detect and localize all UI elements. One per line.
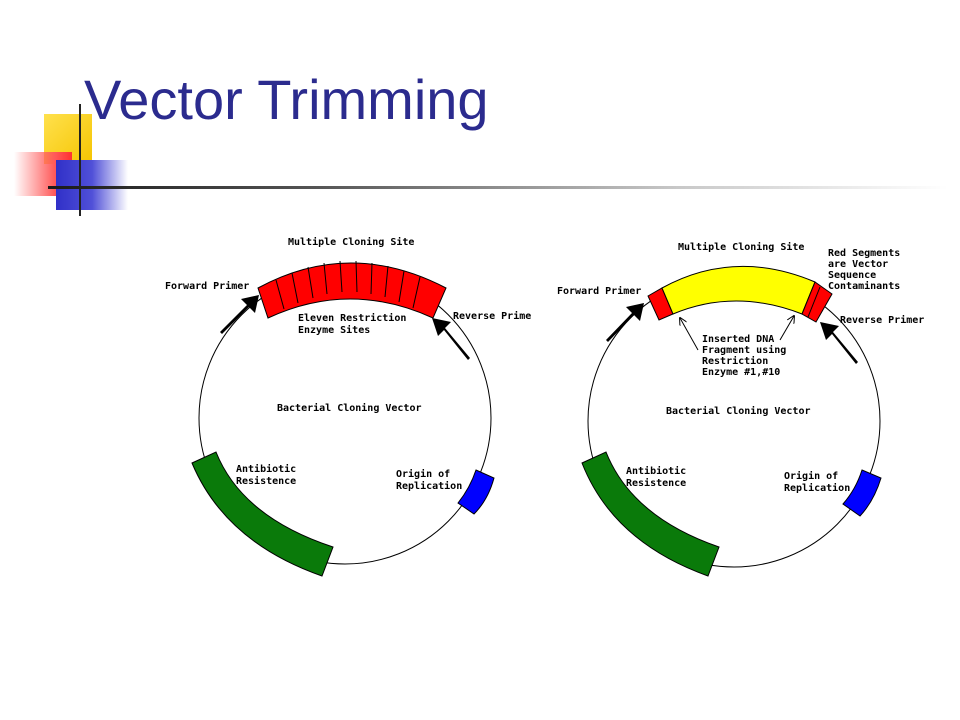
- right-insert-pointer-right: [779, 316, 794, 341]
- right-insert-pointer-left: [680, 318, 699, 351]
- decor-vertical-line: [79, 104, 81, 216]
- right-red-note-3: Sequence: [828, 270, 876, 281]
- left-antibiotic-resistance-band: [191, 451, 334, 577]
- left-origin-replication-band: [457, 469, 495, 515]
- title-underline: [48, 186, 948, 189]
- right-red-note-1: Red Segments: [828, 248, 900, 259]
- right-reverse-primer-label: Reverse Primer: [840, 314, 924, 326]
- right-red-note-2: are Vector: [828, 259, 888, 270]
- left-restriction-label-2: Enzyme Sites: [298, 324, 370, 336]
- right-antibiotic-label-2: Resistence: [626, 477, 686, 489]
- left-restriction-label-1: Eleven Restriction: [298, 312, 406, 324]
- decor-blue-square: [56, 160, 128, 210]
- right-red-segment-divider: [807, 286, 821, 318]
- right-forward-primer-label: Forward Primer: [557, 285, 641, 297]
- left-reverse-primer-arrow: [432, 318, 470, 360]
- right-inserted-label-4: Enzyme #1,#10: [702, 367, 780, 378]
- right-origin-replication-band: [842, 469, 882, 517]
- right-antibiotic-resistance-band: [581, 451, 720, 577]
- left-origin-label-1: Origin of: [396, 468, 450, 480]
- left-forward-primer-arrow: [220, 295, 259, 334]
- right-antibiotic-label-1: Antibiotic: [626, 465, 686, 477]
- right-center-label: Bacterial Cloning Vector: [666, 405, 811, 417]
- right-mcs-label: Multiple Cloning Site: [678, 241, 804, 253]
- right-inserted-label-2: Fragment using: [702, 344, 786, 356]
- right-inserted-dna-yellow: [661, 265, 816, 315]
- right-plasmid-diagram: Multiple Cloning Site Forward Primer Rev…: [557, 241, 924, 577]
- right-origin-label-2: Replication: [784, 482, 850, 494]
- left-center-label: Bacterial Cloning Vector: [277, 402, 422, 414]
- left-reverse-primer-label: Reverse Prime: [453, 310, 531, 322]
- left-plasmid-diagram: Multiple Cloning Site Forward Primer Rev…: [165, 236, 531, 577]
- right-red-note-4: Contaminants: [828, 280, 900, 292]
- right-reverse-primer-arrow: [820, 322, 858, 364]
- right-origin-label-1: Origin of: [784, 470, 838, 482]
- left-antibiotic-label-1: Antibiotic: [236, 463, 296, 475]
- right-forward-primer-arrow: [606, 303, 644, 342]
- left-restriction-site-dividers: [275, 260, 421, 310]
- left-antibiotic-label-2: Resistence: [236, 475, 296, 487]
- left-forward-primer-label: Forward Primer: [165, 280, 249, 292]
- right-inserted-label-1: Inserted DNA: [702, 334, 774, 345]
- left-mcs-label: Multiple Cloning Site: [288, 236, 414, 248]
- slide-title: Vector Trimming: [84, 68, 489, 131]
- right-inserted-label-3: Restriction: [702, 355, 768, 367]
- left-mcs-red-band: [257, 262, 447, 319]
- left-origin-label-2: Replication: [396, 480, 462, 492]
